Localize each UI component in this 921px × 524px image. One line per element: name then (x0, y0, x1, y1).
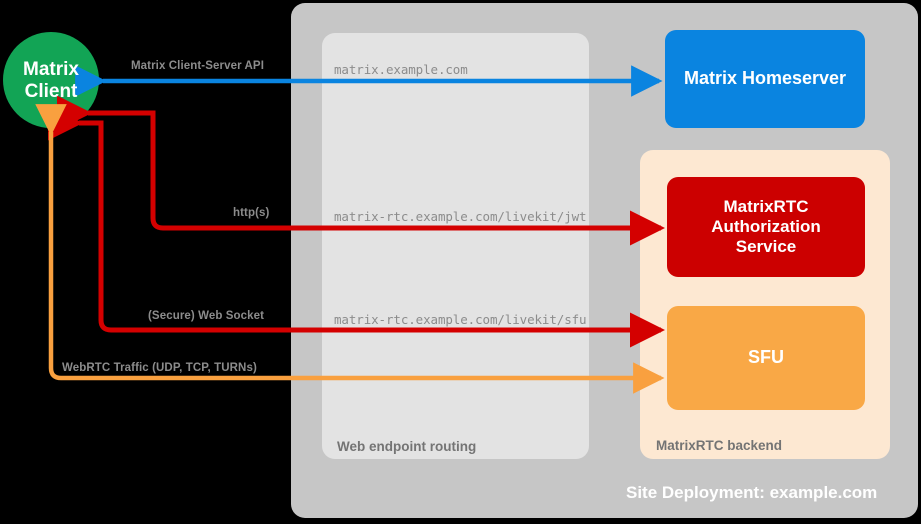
endpoint-label-matrix: matrix.example.com (334, 62, 468, 77)
edge-label-client-server-api: Matrix Client-Server API (131, 60, 264, 72)
matrixrtc-backend-label: MatrixRTC backend (656, 438, 783, 453)
edge-label-webrtc-traffic: WebRTC Traffic (UDP, TCP, TURNs) (62, 362, 257, 374)
endpoint-label-livekit-sfu: matrix-rtc.example.com/livekit/sfu (334, 312, 587, 327)
web-endpoint-routing-container (322, 33, 589, 459)
edge-webrtc-traffic (35, 104, 665, 394)
web-endpoint-routing-label: Web endpoint routing (337, 439, 477, 454)
node-matrix-homeserver[interactable] (665, 30, 865, 128)
node-matrixrtc-authorization-service[interactable] (667, 177, 865, 277)
edge-label-sfu-websocket: (Secure) Web Socket (148, 310, 265, 322)
node-sfu[interactable] (667, 306, 865, 410)
endpoint-label-livekit-jwt: matrix-rtc.example.com/livekit/jwt (334, 209, 587, 224)
site-deployment-label: Site Deployment: example.com (626, 483, 878, 502)
edge-label-jwt-http: http(s) (233, 207, 270, 219)
node-matrix-client[interactable] (3, 32, 99, 128)
